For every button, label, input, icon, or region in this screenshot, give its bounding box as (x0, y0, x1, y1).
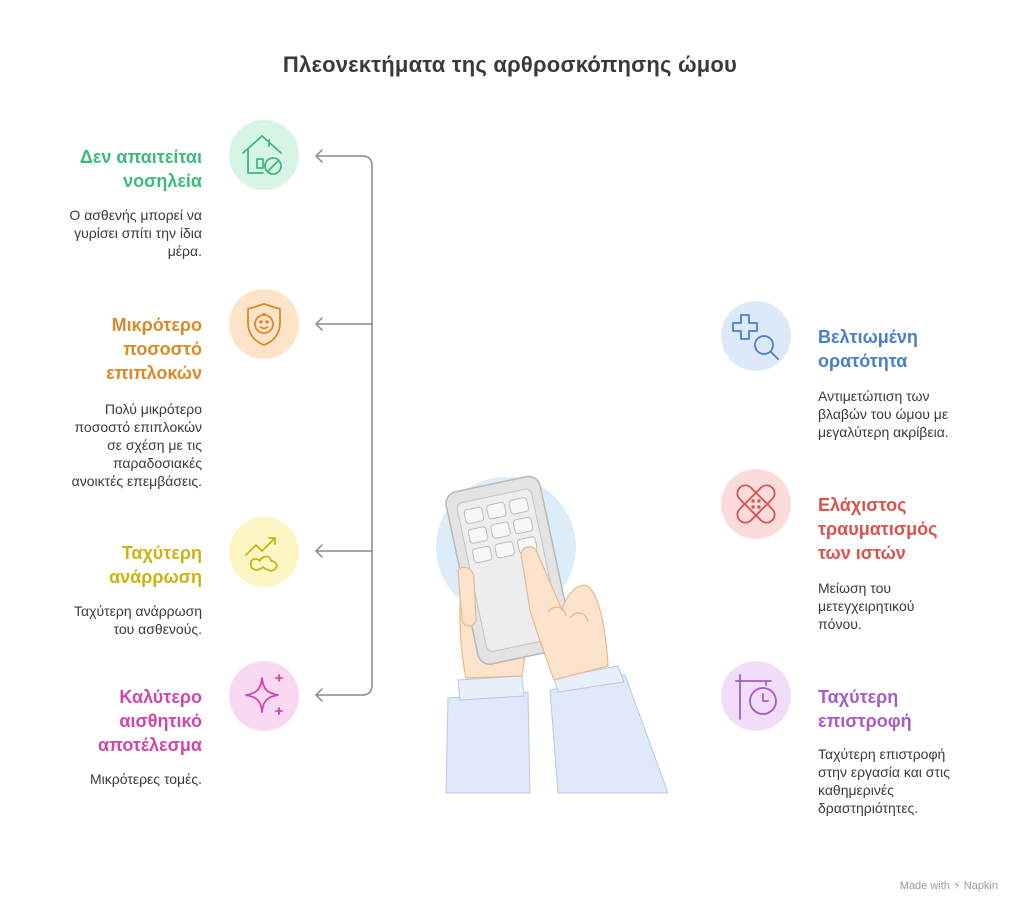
footer-credit: Made with ⚡ Napkin (899, 880, 998, 892)
benefit-description: Ταχύτερη ανάρρωση του ασθενούς. (74, 603, 202, 637)
benefit-heading: Ταχύτερη ανάρρωση (109, 543, 202, 587)
benefit-description: Ταχύτερη επιστροφή στην εργασία και στις… (818, 746, 950, 816)
benefit-description: Αντιμετώπιση των βλαβών του ώμου με μεγα… (818, 388, 949, 440)
benefit-heading: Καλύτερο αισθητικό αποτέλεσμα (98, 687, 202, 755)
benefit-heading: Μικρότερο ποσοστό επιπλοκών (106, 315, 202, 383)
bandage-icon (721, 469, 791, 539)
medical-search-icon (721, 301, 791, 371)
sparkle-icon (229, 661, 299, 731)
benefit-heading: Δεν απαιτείται νοσηλεία (79, 147, 202, 191)
growth-chart-icon (229, 517, 299, 587)
page-title: Πλεονεκτήματα της αρθροσκόπησης ώμου (282, 52, 738, 77)
benefit-description: Μικρότερες τομές. (90, 771, 202, 787)
clock-sign-icon (721, 661, 791, 731)
benefit-description: Πολύ μικρότερο ποσοστό επιπλοκών σε σχέσ… (71, 401, 202, 489)
home-no-entry-icon (229, 120, 299, 190)
hand-keypad-illustration (436, 475, 669, 794)
benefit-heading: Ταχύτερη επιστροφή (818, 687, 912, 731)
benefit-heading: Ελάχιστος τραυματισμός των ιστών (818, 495, 938, 563)
benefit-heading: Βελτιωμένη ορατότητα (818, 327, 918, 371)
shield-face-icon (229, 289, 299, 359)
benefit-description: Ο ασθενής μπορεί να γυρίσει σπίτι την ίδ… (69, 207, 202, 259)
benefit-description: Μείωση του μετεγχειρητικού πόνου. (818, 580, 915, 632)
